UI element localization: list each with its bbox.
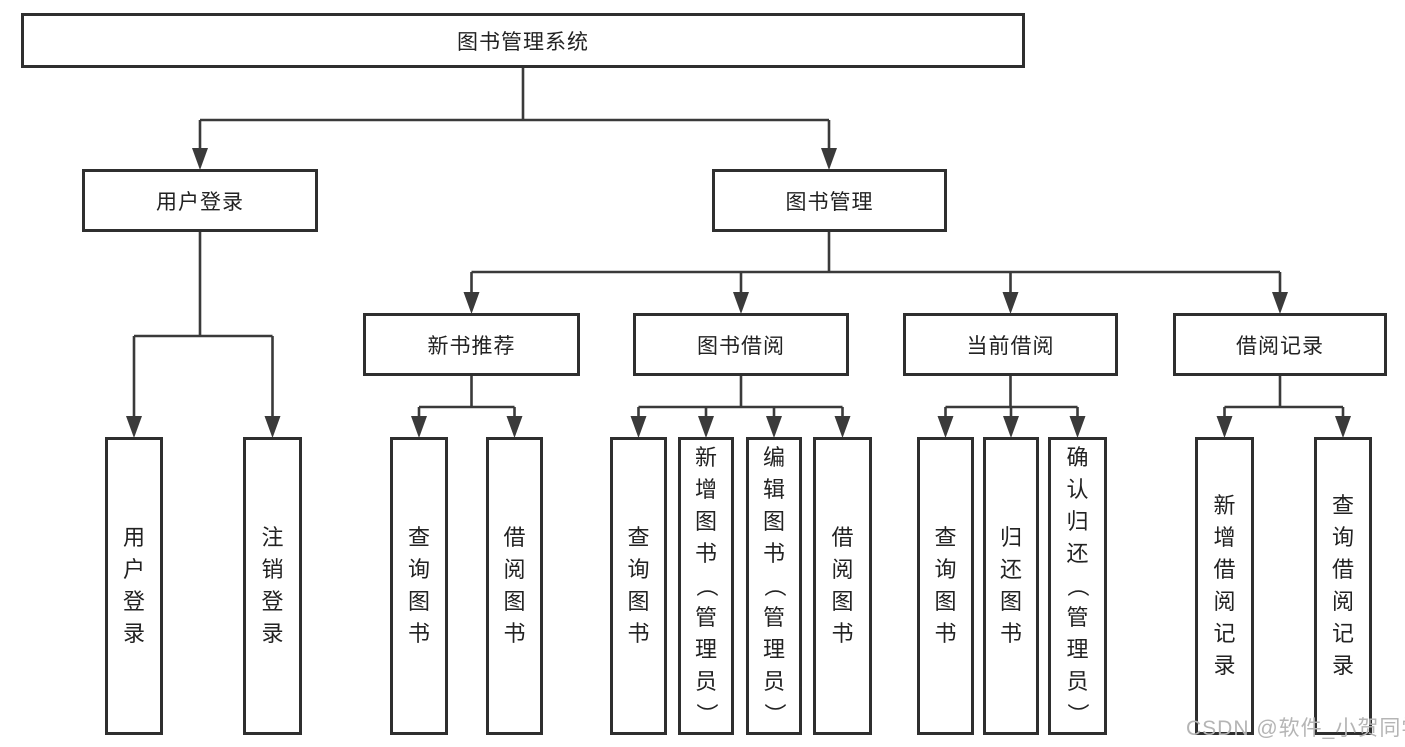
node-label: 注销登录 [261,525,284,646]
node-book-borrowing: 图书借阅 [633,313,849,376]
node-leaf-return-book: 归还图书 [983,437,1039,735]
node-new-book-recommend: 新书推荐 [363,313,580,376]
arrowheads [126,148,1351,438]
node-label: 新书推荐 [427,334,516,358]
node-label: 查询图书 [407,525,430,646]
node-label: 借阅记录 [1236,334,1324,358]
node-label: 图书借阅 [697,334,785,358]
node-current-borrowing: 当前借阅 [903,313,1118,376]
node-leaf-borrow-books-2: 借阅图书 [813,437,872,735]
node-label: 用户登录 [122,525,145,646]
node-book-management: 图书管理 [712,169,947,232]
node-label: 确认归还（管理员） [1065,445,1091,726]
node-leaf-query-books-3: 查询图书 [917,437,974,735]
node-label: 当前借阅 [966,334,1055,358]
node-label: 查询图书 [627,525,650,646]
watermark: CSDN @软件_小贺同学 [1186,717,1405,740]
node-leaf-query-books-1: 查询图书 [390,437,448,735]
node-user-login: 用户登录 [82,169,318,232]
node-label: 新增图书（管理员） [693,445,719,726]
node-leaf-query-borrow-record: 查询借阅记录 [1314,437,1372,735]
node-label: 图书管理 [785,190,874,214]
node-label: 借阅图书 [831,525,854,646]
node-label: 用户登录 [156,190,244,214]
node-label: 归还图书 [999,525,1022,646]
node-root: 图书管理系统 [21,13,1025,68]
node-label: 借阅图书 [503,525,526,646]
node-leaf-add-borrow-record: 新增借阅记录 [1195,437,1254,735]
node-leaf-confirm-return-admin: 确认归还（管理员） [1048,437,1107,735]
node-borrowing-records: 借阅记录 [1173,313,1387,376]
node-leaf-query-books-2: 查询图书 [610,437,667,735]
tree-edges [132,68,1345,420]
node-label: 新增借阅记录 [1213,493,1236,678]
node-leaf-edit-book-admin: 编辑图书（管理员） [746,437,802,735]
node-label: 查询图书 [934,525,957,646]
node-leaf-borrow-books-1: 借阅图书 [486,437,543,735]
node-label: 查询借阅记录 [1331,493,1354,678]
node-leaf-add-book-admin: 新增图书（管理员） [678,437,734,735]
node-leaf-logout: 注销登录 [243,437,302,735]
node-label: 图书管理系统 [457,30,589,54]
node-label: 编辑图书（管理员） [761,445,787,726]
node-leaf-user-login: 用户登录 [105,437,163,735]
